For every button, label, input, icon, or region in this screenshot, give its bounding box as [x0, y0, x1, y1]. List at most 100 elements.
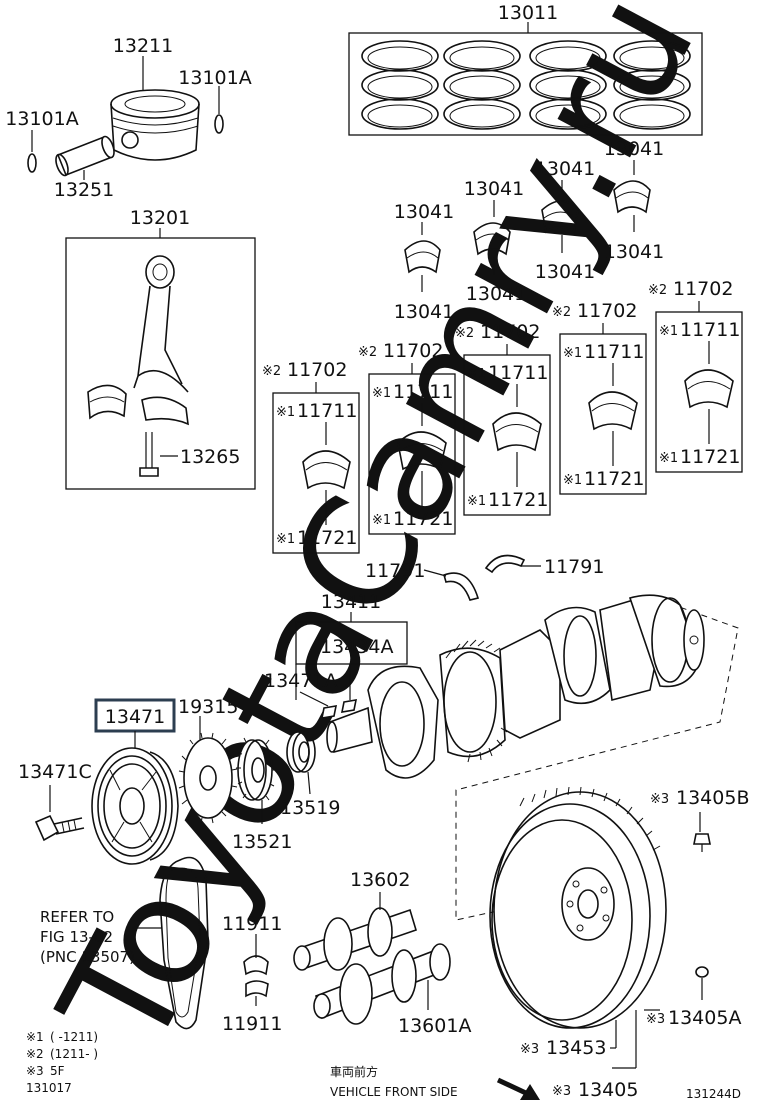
mark-m3-top: ※1: [467, 367, 486, 382]
label-11721-m3[interactable]: 11721: [488, 489, 548, 511]
connecting-rod-assembly[interactable]: 13201 13265: [65, 207, 256, 490]
mark-13405a: ※3: [646, 1012, 665, 1027]
label-13101a-right[interactable]: 13101A: [178, 67, 251, 89]
label-11711-m4[interactable]: 11711: [584, 341, 644, 363]
crankshaft[interactable]: 13411 13434A: [295, 591, 739, 921]
label-13251[interactable]: 13251: [54, 179, 114, 201]
balance-shaft-assembly[interactable]: 13602 13601A: [293, 869, 471, 1037]
legend-mark-1: ※1: [26, 1030, 44, 1044]
thrust-washer-right[interactable]: 11791: [484, 554, 604, 579]
label-13011[interactable]: 13011: [498, 2, 558, 24]
label-13519[interactable]: 13519: [280, 797, 340, 819]
label-13211[interactable]: 13211: [113, 35, 173, 57]
piston-pin-clip-right[interactable]: 13101A: [178, 67, 252, 134]
vehicle-front-indicator: 車両前方 VEHICLE FRONT SIDE: [330, 1064, 540, 1100]
piston-pin-clip-left[interactable]: 13101A: [5, 108, 79, 173]
label-13041-b1-top[interactable]: 13041: [394, 201, 454, 223]
main-bearing-set-2[interactable]: ※2 11702 ※1 11711 ※1 11721: [358, 340, 456, 535]
front-label-en: VEHICLE FRONT SIDE: [330, 1085, 458, 1099]
label-13411[interactable]: 13411: [321, 591, 381, 613]
crankshaft-timing-gear[interactable]: 13521: [232, 737, 292, 853]
drive-plate-bolt[interactable]: ※3 13405B: [650, 787, 749, 852]
crankshaft-sprocket[interactable]: 19315: [178, 696, 238, 824]
label-11721-m5[interactable]: 11721: [680, 446, 740, 468]
label-13471a[interactable]: 13471A: [264, 670, 337, 692]
label-11911-top[interactable]: 11911: [222, 913, 282, 935]
label-13602[interactable]: 13602: [350, 869, 410, 891]
label-19315[interactable]: 19315: [178, 696, 238, 718]
label-11721-m1[interactable]: 11721: [297, 527, 357, 549]
mark-13453: ※3: [520, 1042, 539, 1057]
crankshaft-pulley[interactable]: 13471: [91, 698, 179, 865]
label-13041-b2-top[interactable]: 13041: [464, 178, 524, 200]
ring-stack-4: [613, 40, 691, 130]
label-11702-m4[interactable]: 11702: [577, 300, 637, 322]
label-11702-m1[interactable]: 11702: [287, 359, 347, 381]
mark-m4-top: ※1: [563, 346, 582, 361]
legend-text-1: ( -1211): [50, 1030, 98, 1044]
label-13041-b1-bottom[interactable]: 13041: [394, 301, 454, 323]
mark-m4-bot: ※1: [563, 473, 582, 488]
label-13601a[interactable]: 13601A: [398, 1015, 471, 1037]
label-11711-m1[interactable]: 11711: [297, 400, 357, 422]
mark-m3-bot: ※1: [467, 494, 486, 509]
label-11702-m3[interactable]: 11702: [480, 321, 540, 343]
label-11702-m5[interactable]: 11702: [673, 278, 733, 300]
ring-stack-2: [443, 40, 521, 130]
mark-m3-head: ※2: [455, 326, 474, 341]
main-bearing-set-5[interactable]: ※2 11702 ※1 11711 ※1 11721: [648, 278, 743, 473]
rod-bearing-1[interactable]: 13041 13041: [394, 201, 454, 323]
label-13041-b2-bottom[interactable]: 13041: [466, 283, 526, 305]
label-13041-b3-bottom[interactable]: 13041: [535, 261, 595, 283]
balance-shaft-bearing[interactable]: 11911 11911: [222, 913, 282, 1035]
piston-pin[interactable]: 13251: [54, 135, 117, 201]
ring-stack-1: [361, 40, 439, 130]
label-13201[interactable]: 13201: [130, 207, 190, 229]
arrow-head-icon: [520, 1084, 540, 1100]
label-13041-b4-top[interactable]: 13041: [604, 138, 664, 160]
label-13521[interactable]: 13521: [232, 831, 292, 853]
piston[interactable]: 13211: [110, 35, 200, 161]
label-11791-left[interactable]: 11791: [365, 560, 425, 582]
rod-bearing-2[interactable]: 13041 13041: [464, 178, 526, 305]
legend-code: 131017: [26, 1081, 72, 1095]
crankshaft-washer[interactable]: 13519: [280, 731, 340, 819]
label-13471c[interactable]: 13471C: [18, 761, 92, 783]
label-13405b[interactable]: 13405B: [676, 787, 749, 809]
label-13434a[interactable]: 13434A: [320, 636, 393, 658]
refer-line-3: (PNC 13507): [40, 948, 135, 966]
label-13453[interactable]: 13453: [546, 1037, 606, 1059]
main-bearing-set-3[interactable]: ※2 11702 ※1 11711 ※1 11721: [455, 321, 551, 516]
label-11791-right[interactable]: 11791: [544, 556, 604, 578]
piston-ring-set[interactable]: 13011: [348, 2, 703, 136]
mark-m1-bot: ※1: [276, 532, 295, 547]
crankshaft-key[interactable]: 13471A: [264, 664, 358, 719]
label-11721-m2[interactable]: 11721: [393, 508, 453, 530]
rod-bearing-4[interactable]: 13041 13041: [604, 138, 664, 263]
label-13405a[interactable]: 13405A: [668, 1007, 741, 1029]
label-13101a-left[interactable]: 13101A: [5, 108, 78, 130]
label-13041-b4-bottom[interactable]: 13041: [604, 241, 664, 263]
label-11711-m5[interactable]: 11711: [680, 319, 740, 341]
drive-plate-spacer[interactable]: ※3 13405A: [644, 966, 741, 1029]
label-11711-m3[interactable]: 11711: [488, 362, 548, 384]
label-13471[interactable]: 13471: [105, 706, 165, 728]
main-bearing-set-1[interactable]: ※2 11702 ※1 11711 ※1 11721: [262, 359, 360, 554]
drive-plate[interactable]: ※3 13453 ※3 13405: [489, 786, 667, 1101]
label-13405[interactable]: 13405: [578, 1079, 638, 1101]
legend-text-3: 5F: [50, 1064, 65, 1078]
label-11911-bottom[interactable]: 11911: [222, 1013, 282, 1035]
label-11721-m4[interactable]: 11721: [584, 468, 644, 490]
thrust-washer-left[interactable]: 11791: [365, 560, 480, 601]
label-11711-m2[interactable]: 11711: [393, 381, 453, 403]
label-13265[interactable]: 13265: [180, 446, 240, 468]
mark-m5-top: ※1: [659, 324, 678, 339]
legend-mark-3: ※3: [26, 1064, 44, 1078]
mark-13405: ※3: [552, 1084, 571, 1099]
rod-bearing-3[interactable]: 13041 13041: [535, 158, 595, 283]
main-bearing-set-4[interactable]: ※2 11702 ※1 11711 ※1 11721: [552, 300, 647, 495]
label-13041-b3-top[interactable]: 13041: [535, 158, 595, 180]
pulley-bolt[interactable]: 13471C: [18, 761, 92, 842]
label-11702-m2[interactable]: 11702: [383, 340, 443, 362]
timing-chain[interactable]: REFER TO FIG 13-02 (PNC 13507): [40, 856, 209, 1030]
